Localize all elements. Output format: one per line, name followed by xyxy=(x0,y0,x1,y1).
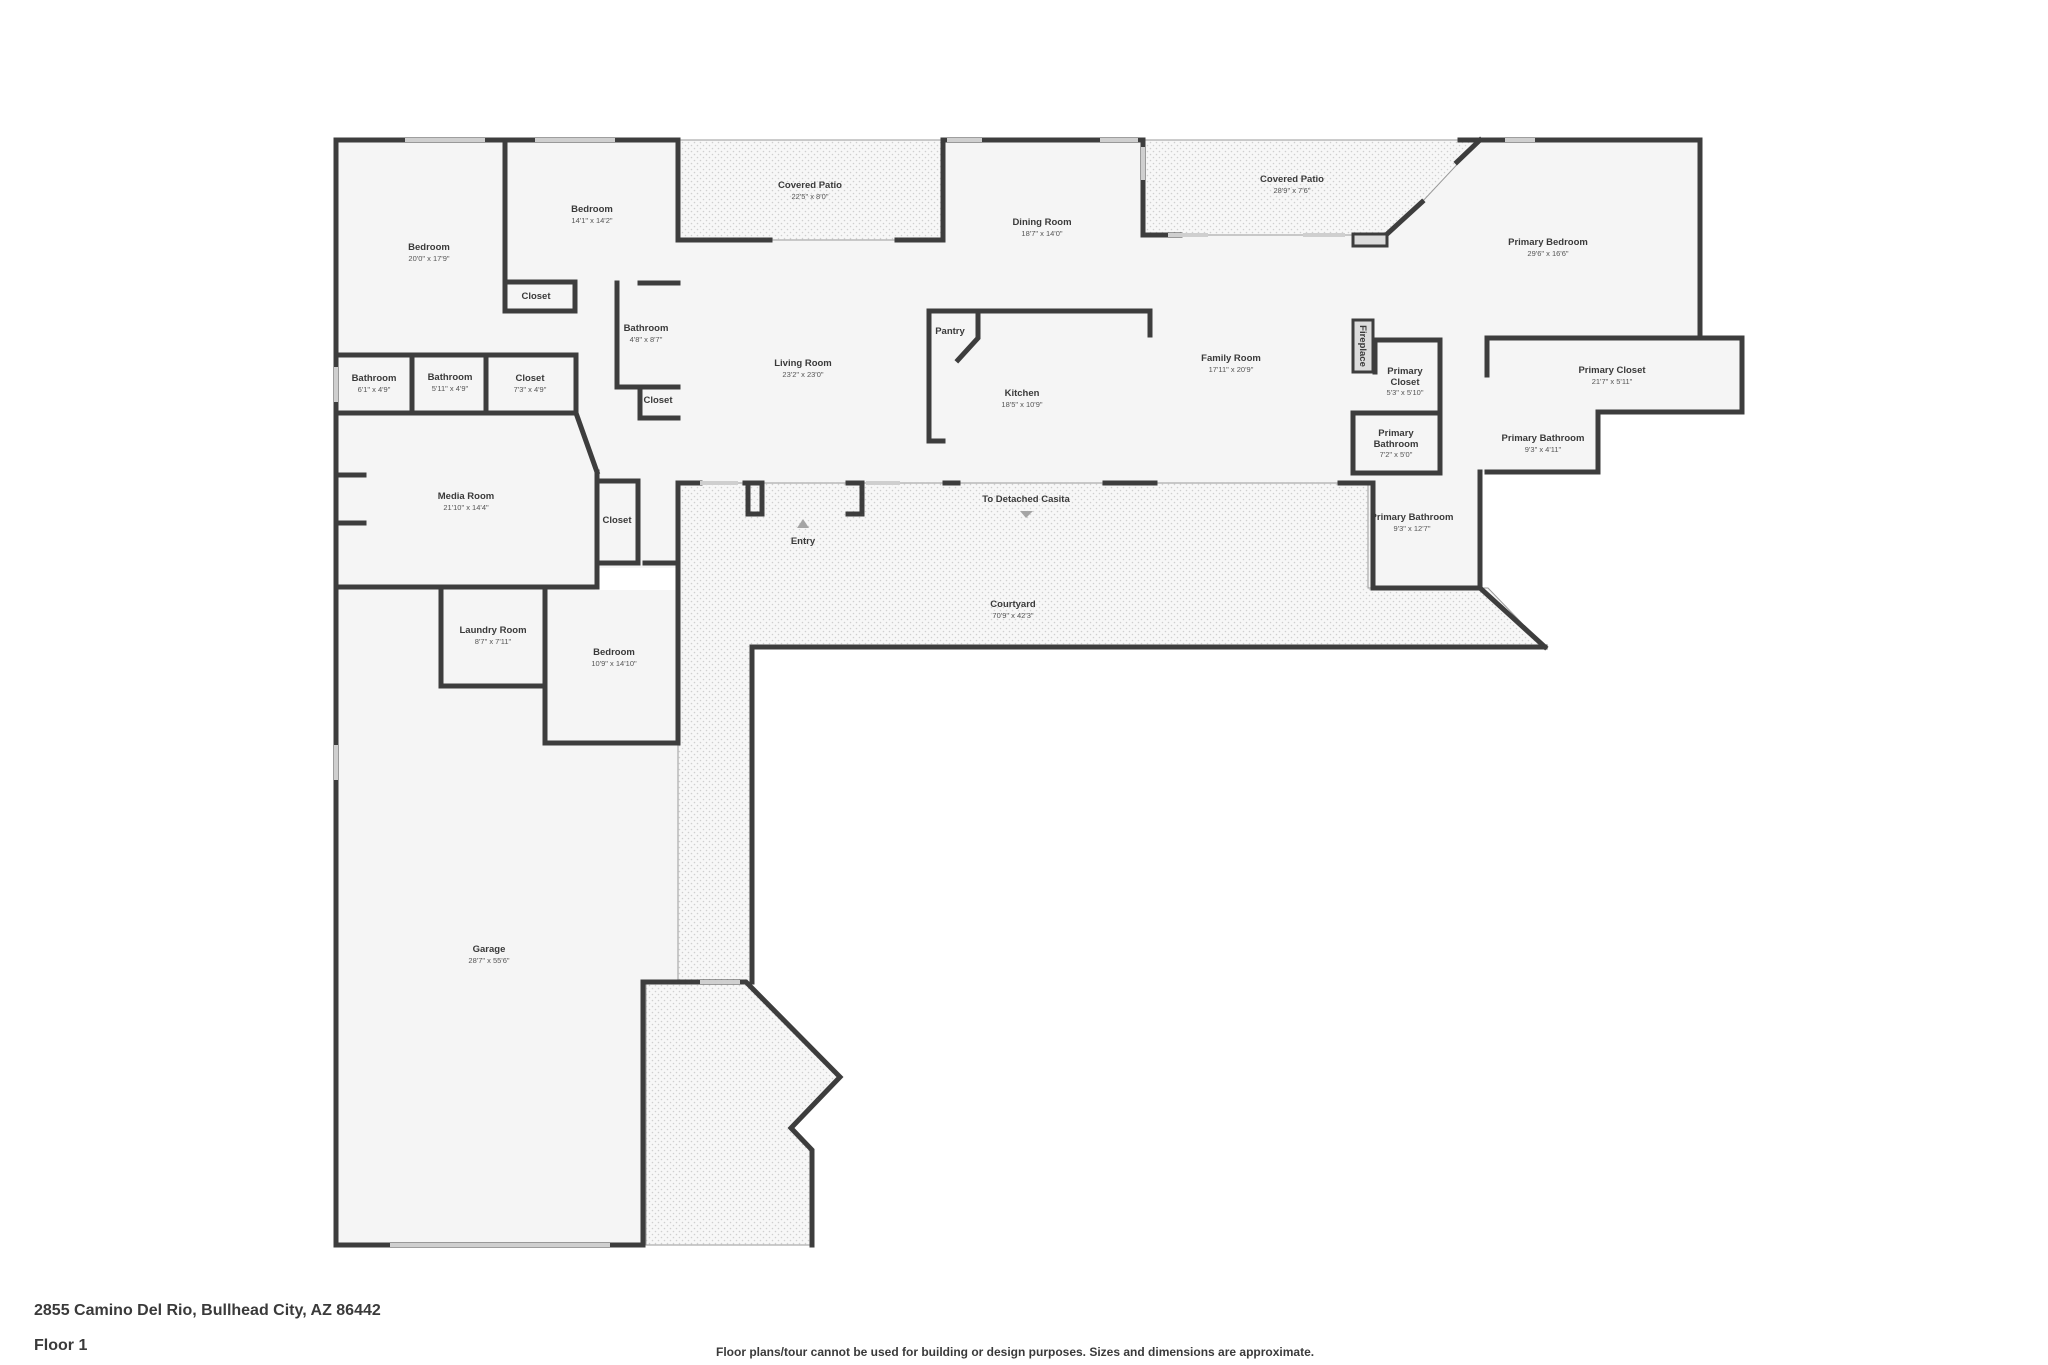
walls xyxy=(333,136,1745,1248)
room-name: Closet xyxy=(515,373,545,384)
room-name: Primary Bathroom xyxy=(1371,512,1454,523)
room-name: Primary Bathroom xyxy=(1502,433,1585,444)
room-name: Family Room xyxy=(1201,353,1261,364)
floor-label: Floor 1 xyxy=(34,1337,88,1354)
room-name: Kitchen xyxy=(1005,388,1040,399)
room-labels: Bedroom 20'0" x 17'9" Bedroom 14'1" x 14… xyxy=(352,174,1647,965)
room-dims: 29'6" x 16'6" xyxy=(1527,249,1568,258)
room-name: Bathroom xyxy=(1374,439,1419,450)
disclaimer-text: Floor plans/tour cannot be used for buil… xyxy=(716,1345,1315,1359)
room-dims: 7'3" x 4'9" xyxy=(514,385,547,394)
room-name: Bedroom xyxy=(571,204,613,215)
room-dims: 5'11" x 4'9" xyxy=(432,384,469,393)
room-dims: 17'11" x 20'9" xyxy=(1209,365,1254,374)
room-name: Laundry Room xyxy=(459,625,526,636)
room-dims: 21'10" x 14'4" xyxy=(443,503,489,512)
room-name: Courtyard xyxy=(990,599,1036,610)
room-name: Closet xyxy=(643,395,673,406)
room-name: Closet xyxy=(602,515,632,526)
room-name: Living Room xyxy=(774,358,832,369)
room-dims: 14'1" x 14'2" xyxy=(571,216,612,225)
room-name: Bedroom xyxy=(408,242,450,253)
room-name: Closet xyxy=(521,291,551,302)
room-name: Covered Patio xyxy=(1260,174,1324,185)
room-name: Dining Room xyxy=(1012,217,1071,228)
property-address: 2855 Camino Del Rio, Bullhead City, AZ 8… xyxy=(34,1302,381,1319)
room-name: Garage xyxy=(473,944,506,955)
room-dims: 70'9" x 42'3" xyxy=(992,611,1033,620)
room-name: Closet xyxy=(1390,377,1420,388)
room-name: Bedroom xyxy=(593,647,635,658)
room-name: Bathroom xyxy=(624,323,669,334)
room-dims: 8'7" x 7'11" xyxy=(475,637,512,646)
room-name: Covered Patio xyxy=(778,180,842,191)
windows xyxy=(334,138,1535,1247)
room-dims: 28'7" x 55'6" xyxy=(468,956,509,965)
fireplace-block-north xyxy=(1351,232,1389,248)
room-dims: 5'3" x 5'10" xyxy=(1387,388,1424,397)
entry-arrow-icon xyxy=(797,519,809,528)
room-name: Primary xyxy=(1387,366,1423,377)
room-name: Primary Bedroom xyxy=(1508,237,1588,248)
room-name: Bathroom xyxy=(428,372,473,383)
floor-plan: Bedroom 20'0" x 17'9" Bedroom 14'1" x 14… xyxy=(333,136,1745,1248)
room-dims: 18'5" x 10'9" xyxy=(1001,400,1042,409)
room-floors xyxy=(335,140,1742,1245)
room-dims: 9'3" x 4'11" xyxy=(1525,445,1562,454)
room-dims: 20'0" x 17'9" xyxy=(408,254,449,263)
room-name: Media Room xyxy=(438,491,494,502)
room-name: Pantry xyxy=(935,326,965,337)
room-dims: 9'3" x 12'7" xyxy=(1394,524,1431,533)
room-dims: 21'7" x 5'11" xyxy=(1592,377,1633,386)
to-casita-label: To Detached Casita xyxy=(982,494,1070,505)
room-dims: 23'2" x 23'0" xyxy=(782,370,823,379)
room-dims: 10'9" x 14'10" xyxy=(591,659,637,668)
room-dims: 22'5" x 8'0" xyxy=(792,192,829,201)
entry-label: Entry xyxy=(791,536,816,547)
casita-arrow-icon xyxy=(1020,511,1033,518)
room-dims: 18'7" x 14'0" xyxy=(1021,229,1062,238)
room-dims: 4'8" x 8'7" xyxy=(630,335,663,344)
room-dims: 6'1" x 4'9" xyxy=(358,385,391,394)
fireplace-label: Fireplace xyxy=(1357,325,1368,367)
room-name: Primary xyxy=(1378,428,1414,439)
room-dims: 28'9" x 7'6" xyxy=(1274,186,1311,195)
room-name: Primary Closet xyxy=(1578,365,1646,376)
room-dims: 7'2" x 5'0" xyxy=(1380,450,1413,459)
room-name: Bathroom xyxy=(352,373,397,384)
